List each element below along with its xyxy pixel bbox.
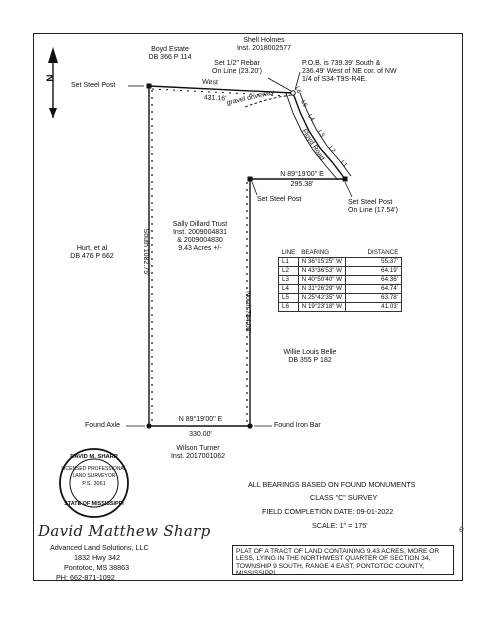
line-table-header: LINE BEARING DISTANCE	[278, 249, 402, 258]
inner-call-bearing: N 89°19'00" E	[280, 171, 324, 178]
line-id: L3	[278, 275, 299, 285]
line-id: L1	[278, 257, 299, 267]
table-row: L2 N 43°36'53" W 64.19'	[278, 266, 402, 276]
line-distance: 64.36'	[345, 275, 402, 285]
line-bearing: N 43°36'53" W	[297, 266, 347, 276]
road-edge-left	[285, 92, 339, 181]
monument-online	[342, 176, 348, 182]
adjoiner-south-inst: Inst. 2017001062	[170, 453, 226, 460]
adjoiner-west-deed: DB 476 P 662	[70, 253, 114, 260]
margin-mark: é	[459, 524, 465, 534]
seal-number: P.S. 3061	[82, 481, 106, 487]
adjoiner-east-name: Willie Louis Belle	[283, 349, 337, 356]
monument-axle	[146, 423, 152, 429]
seal-surveyor: LAND SURVEYOR	[72, 473, 116, 479]
seal-licensed: LICENSED PROFESSIONAL	[61, 466, 127, 472]
field-date-note: FIELD COMPLETION DATE: 09-01-2022	[262, 507, 394, 516]
surveyor-seal	[59, 448, 129, 518]
line-id: L5	[278, 293, 299, 303]
surveyor-signature: David Matthew Sharp	[38, 522, 211, 540]
east-call: North 784.08'	[244, 291, 251, 333]
found-axle-label: Found Axle	[85, 422, 121, 429]
line-id: L2	[278, 266, 299, 276]
west-call: South 1082.75'	[142, 228, 149, 276]
line-distance: 41.03'	[345, 302, 402, 312]
inner-call-distance: 295.38'	[290, 181, 314, 188]
line-id: L6	[278, 302, 299, 312]
plat-border	[33, 33, 463, 581]
table-row: L5 N 25°42'35" W 63.78'	[278, 293, 402, 303]
pob-label-1: P.O.B. is 739.39' South &	[302, 60, 381, 67]
line-bearing: N 40°50'40" W	[297, 275, 347, 285]
company-phone: PH: 662-871-1092	[56, 573, 115, 582]
adjoiner-north-name: Shell Holmes	[243, 37, 285, 44]
north-arrow-letter: N	[45, 74, 57, 82]
line-table-header-bearing: BEARING	[298, 249, 346, 258]
set-post-online-label-1: Set Steel Post	[348, 199, 393, 206]
seal-state: STATE OF MISSISSIPPI	[64, 501, 124, 507]
line-table-header-line: LINE	[278, 249, 299, 258]
line-id: L4	[278, 284, 299, 294]
scale-note: SCALE: 1" = 175'	[312, 521, 368, 530]
company-address: 1832 Hwy 342	[74, 553, 120, 562]
subject-owner: Sally Dillard Trust	[172, 221, 228, 228]
monument-rebar	[290, 90, 296, 96]
seal-name: DAVID M. SHARP	[70, 454, 118, 460]
line-bearing: N 31°26'29" W	[297, 284, 347, 294]
set-post-online-label-2: On Line (17.54')	[348, 207, 398, 214]
leader-inner-post	[251, 181, 258, 196]
company-name: Advanced Land Solutions, LLC	[50, 543, 149, 552]
line-bearing: N 36°15'25" W	[297, 257, 347, 267]
leader-pob	[294, 71, 301, 91]
bearing-basis-note: ALL BEARINGS BASED ON FOUND MONUMENTS	[248, 480, 416, 489]
pob-label-3: 1/4 of S34-T9S-R4E.	[302, 76, 367, 83]
pob-label-2: 236.49' West of NE cor. of NW	[302, 68, 397, 75]
company-city: Pontotoc, MS 38863	[64, 563, 130, 572]
table-row: L6 N 19°23'18" W 41.03'	[278, 302, 402, 312]
road-edge-right	[299, 92, 352, 177]
line-bearing: N 25°42'35" W	[297, 293, 347, 303]
line-table-header-distance: DISTANCE	[345, 249, 402, 258]
monument-iron-bar	[247, 423, 253, 429]
table-row: L4 N 31°26'29" W 64.74'	[278, 284, 402, 294]
adjoiner-south-name: Wilson Turner	[176, 445, 220, 452]
adjoiner-boyd-deed: DB 366 P 114	[148, 54, 192, 61]
leader-rebar	[267, 77, 292, 92]
set-post-nw-label: Set Steel Post	[71, 82, 116, 89]
table-row: L3 N 40°50'40" W 64.36'	[278, 275, 402, 285]
adjoiner-west-name: Hurt, et al	[76, 245, 108, 252]
line-bearing-table: LINE BEARING DISTANCE L1 N 36°15'25" W 5…	[278, 249, 402, 312]
adjoiner-boyd-name: Boyd Estate	[151, 46, 189, 53]
north-boundary	[148, 85, 294, 94]
rebar-label-1: Set 1/2" Rebar	[214, 60, 260, 67]
subject-acreage: 9.43 Acres +/-	[178, 245, 222, 252]
adjoiner-north-inst: Inst. 2018002577	[236, 45, 292, 52]
south-call-distance: 330.00'	[189, 431, 212, 438]
subject-inst-2: & 2009004830	[177, 237, 223, 244]
found-bar-label: Found Iron Bar	[274, 422, 321, 429]
survey-class-note: CLASS "C" SURVEY	[310, 493, 378, 502]
monument-inner	[247, 176, 253, 182]
table-row: L1 N 36°15'25" W 55.37'	[278, 257, 402, 267]
line-distance: 64.19'	[345, 266, 402, 276]
line-distance: 55.37'	[345, 257, 402, 267]
subject-inst-1: Inst. 2009004831	[172, 229, 228, 236]
set-post-inner-label: Set Steel Post	[257, 196, 302, 203]
line-distance: 63.78'	[345, 293, 402, 303]
monument-nw	[146, 83, 152, 89]
rebar-label-2: On Line (23.20')	[212, 68, 262, 75]
line-distance: 64.74'	[345, 284, 402, 294]
adjoiner-east-deed: DB 355 P 182	[288, 357, 332, 364]
road-traverse	[292, 92, 346, 180]
south-call-bearing: N 89°19'00" E	[178, 416, 223, 423]
line-bearing: N 19°23'18" W	[297, 302, 347, 312]
plat-description: PLAT OF A TRACT OF LAND CONTAINING 9.43 …	[232, 545, 454, 577]
leader-online-post	[344, 181, 353, 198]
north-arrow-icon	[48, 47, 58, 118]
